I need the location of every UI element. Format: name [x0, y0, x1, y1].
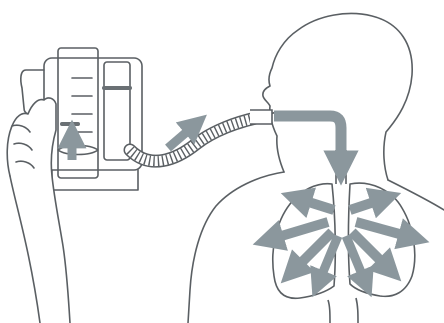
spirometer-base	[52, 170, 138, 190]
shoulder-left-outline	[188, 172, 284, 323]
hand-icon	[7, 98, 70, 323]
lower-body-line-2	[356, 298, 358, 323]
person-silhouette-icon	[188, 14, 444, 323]
piston-plate	[58, 146, 98, 155]
shoulder-right-outline	[388, 180, 444, 210]
main-chamber	[58, 48, 98, 178]
arrow-lung-right	[356, 222, 414, 238]
hand-palm	[7, 98, 70, 323]
airflow-arrow-icon	[72, 116, 414, 284]
arrow-lung-right-up	[350, 198, 386, 210]
arrow-lung-left-up	[296, 198, 334, 210]
corrugated-tube-icon	[130, 110, 272, 161]
lower-body-line	[328, 300, 330, 323]
arrow-inhale-path	[274, 116, 341, 168]
mouthpiece	[250, 110, 272, 124]
